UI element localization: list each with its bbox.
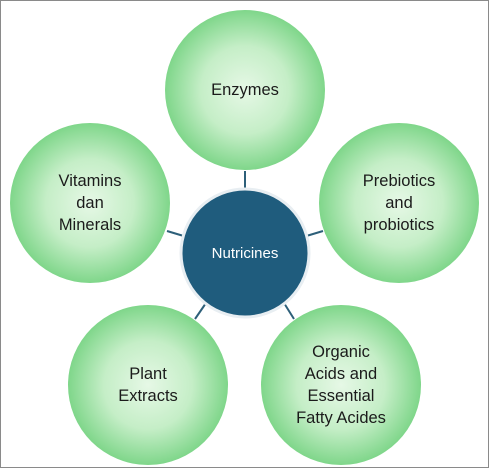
node-enzymes-circle [165, 10, 325, 170]
node-label-vitamins: Vitamins dan Minerals [58, 172, 122, 234]
node-vitamins-circle [10, 123, 170, 283]
center-node-circle [179, 187, 311, 319]
node-label-organic-acids: Organic Acids and Essential Fatty Acides [296, 343, 386, 427]
node-label-prebiotics: Prebiotics and probiotics [362, 172, 436, 234]
node-plant-extracts-circle [68, 305, 228, 465]
node-label-enzymes: Enzymes [211, 81, 279, 99]
connector-organic-acids [283, 302, 295, 320]
node-label-plant-extracts: Plant Extracts [118, 365, 178, 405]
center-node-label: Nutricines [211, 244, 279, 262]
node-organic-acids-circle [261, 305, 421, 465]
connector-plant-extracts [194, 302, 207, 320]
node-prebiotics-circle [319, 123, 479, 283]
